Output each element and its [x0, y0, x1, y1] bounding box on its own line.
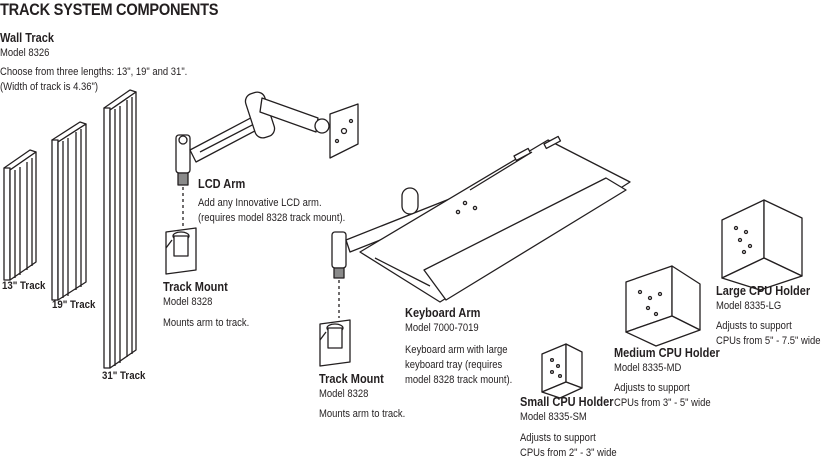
wall-track-19-drawing	[52, 122, 86, 300]
track-31-label: 31" Track	[102, 370, 146, 382]
page-title: TRACK SYSTEM COMPONENTS	[0, 0, 219, 19]
wall-track-model: Model 8326	[0, 47, 50, 59]
small-cpu-desc-line2: CPUs from 2" - 3" wide	[520, 447, 617, 459]
lcd-arm-drawing	[176, 90, 358, 185]
keyboard-arm-drawing	[332, 136, 630, 302]
keyboard-arm-model: Model 7000-7019	[405, 322, 479, 334]
track-mount-2-heading: Track Mount	[319, 372, 384, 386]
wall-track-13-drawing	[4, 150, 36, 280]
track-mount-1-heading: Track Mount	[163, 280, 228, 294]
track-19-label: 19" Track	[52, 299, 96, 311]
wall-track-desc-line2: (Width of track is 4.36")	[0, 81, 98, 93]
track-mount-2-drawing	[320, 320, 350, 366]
medium-cpu-model: Model 8335-MD	[614, 362, 682, 374]
lcd-arm-heading: LCD Arm	[198, 177, 246, 191]
small-cpu-holder-drawing	[542, 344, 582, 398]
track-mount-1-desc: Mounts arm to track.	[163, 317, 250, 329]
wall-track-31-drawing	[104, 90, 136, 368]
large-cpu-model: Model 8335-LG	[716, 300, 782, 312]
large-cpu-desc-line2: CPUs from 5" - 7.5" wide	[716, 335, 821, 347]
track-mount-1-model: Model 8328	[163, 296, 213, 308]
lcd-arm-desc-line2: (requires model 8328 track mount).	[198, 212, 346, 224]
medium-cpu-heading: Medium CPU Holder	[614, 346, 720, 360]
track-mount-2-model: Model 8328	[319, 388, 369, 400]
medium-cpu-holder-drawing	[626, 266, 700, 346]
large-cpu-desc-line1: Adjusts to support	[716, 320, 792, 332]
track-mount-2-desc: Mounts arm to track.	[319, 408, 406, 420]
large-cpu-heading: Large CPU Holder	[716, 284, 811, 298]
small-cpu-model: Model 8335-SM	[520, 411, 587, 423]
track-13-label: 13" Track	[2, 280, 46, 292]
wall-track-heading: Wall Track	[0, 31, 55, 45]
track-mount-1-drawing	[166, 228, 196, 274]
keyboard-arm-heading: Keyboard Arm	[405, 306, 481, 320]
medium-cpu-desc-line2: CPUs from 3" - 5" wide	[614, 397, 711, 409]
wall-track-desc-line1: Choose from three lengths: 13", 19" and …	[0, 66, 188, 78]
small-cpu-desc-line1: Adjusts to support	[520, 432, 596, 444]
keyboard-arm-desc-line2: keyboard tray (requires	[405, 359, 503, 371]
lcd-arm-desc-line1: Add any Innovative LCD arm.	[198, 197, 322, 209]
small-cpu-heading: Small CPU Holder	[520, 395, 614, 409]
keyboard-arm-desc-line1: Keyboard arm with large	[405, 344, 508, 356]
medium-cpu-desc-line1: Adjusts to support	[614, 382, 690, 394]
keyboard-arm-desc-line3: model 8328 track mount).	[405, 374, 513, 386]
large-cpu-holder-drawing	[722, 200, 802, 290]
